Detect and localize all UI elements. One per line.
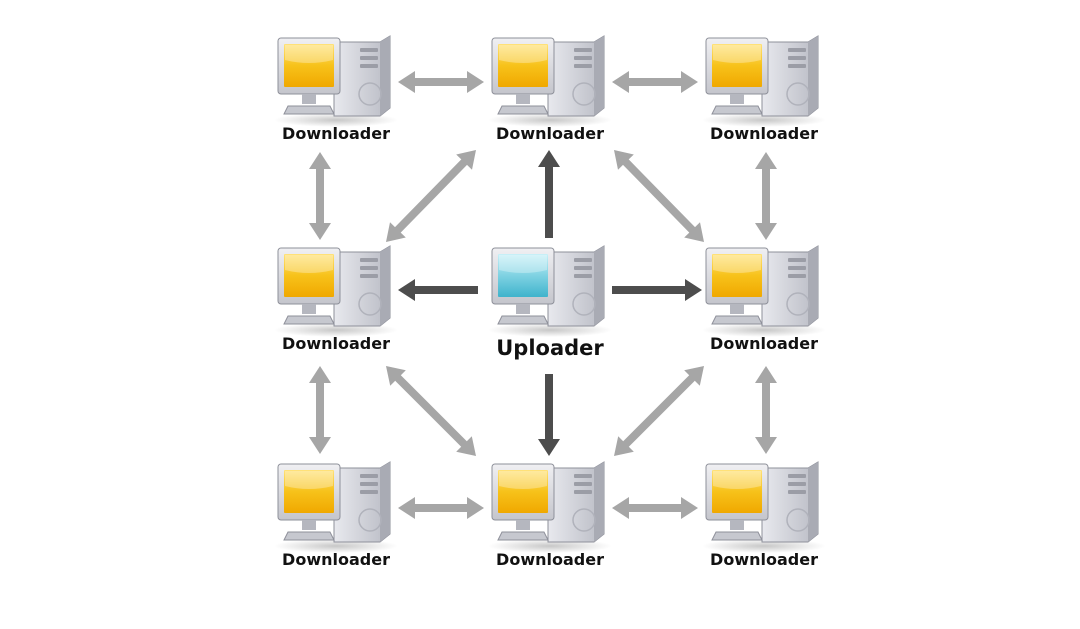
downloader-computer-icon	[701, 461, 827, 554]
bidirectional-arrow-n2-n6	[614, 150, 704, 242]
node-layer	[273, 35, 827, 554]
downloader-label: Downloader	[496, 124, 604, 143]
uploader-label: Uploader	[496, 336, 604, 360]
upload-arrow-n5-n8	[538, 374, 560, 456]
downloader-computer-icon	[487, 35, 613, 128]
arrow-layer	[309, 71, 777, 519]
upload-arrow-n5-n2	[538, 150, 560, 238]
downloader-computer-icon	[273, 461, 399, 554]
downloader-computer-icon	[701, 35, 827, 128]
downloader-label: Downloader	[710, 124, 818, 143]
downloader-label: Downloader	[282, 334, 390, 353]
downloader-label: Downloader	[496, 550, 604, 569]
bidirectional-arrow-n2-n3	[612, 71, 698, 93]
bidirectional-arrow-n1-n4	[309, 152, 331, 240]
uploader-computer-icon	[487, 245, 613, 338]
bidirectional-arrow-n8-n6	[614, 366, 704, 456]
downloader-label: Downloader	[710, 550, 818, 569]
downloader-computer-icon	[701, 245, 827, 338]
downloader-computer-icon	[487, 461, 613, 554]
bidirectional-arrow-n4-n7	[309, 366, 331, 454]
downloader-computer-icon	[273, 245, 399, 338]
upload-arrow-n5-n6	[612, 279, 702, 301]
bidirectional-arrow-n7-n8	[398, 497, 484, 519]
bidirectional-arrow-n8-n9	[612, 497, 698, 519]
bidirectional-arrow-n6-n9	[755, 366, 777, 454]
upload-arrow-n5-n4	[398, 279, 478, 301]
bidirectional-arrow-n1-n2	[398, 71, 484, 93]
downloader-computer-icon	[273, 35, 399, 128]
bidirectional-arrow-n4-n8	[386, 366, 476, 456]
bidirectional-arrow-n3-n6	[755, 152, 777, 240]
downloader-label: Downloader	[710, 334, 818, 353]
bidirectional-arrow-n4-n2	[386, 150, 476, 242]
downloader-label: Downloader	[282, 124, 390, 143]
downloader-label: Downloader	[282, 550, 390, 569]
